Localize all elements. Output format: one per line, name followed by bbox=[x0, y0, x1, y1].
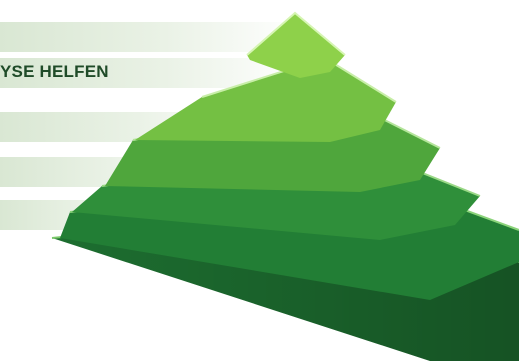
pyramid-tier-2 bbox=[135, 56, 397, 142]
band-1 bbox=[0, 22, 300, 52]
pyramid-tier-top bbox=[246, 11, 346, 78]
band-label: YSE HELFEN bbox=[0, 62, 109, 81]
